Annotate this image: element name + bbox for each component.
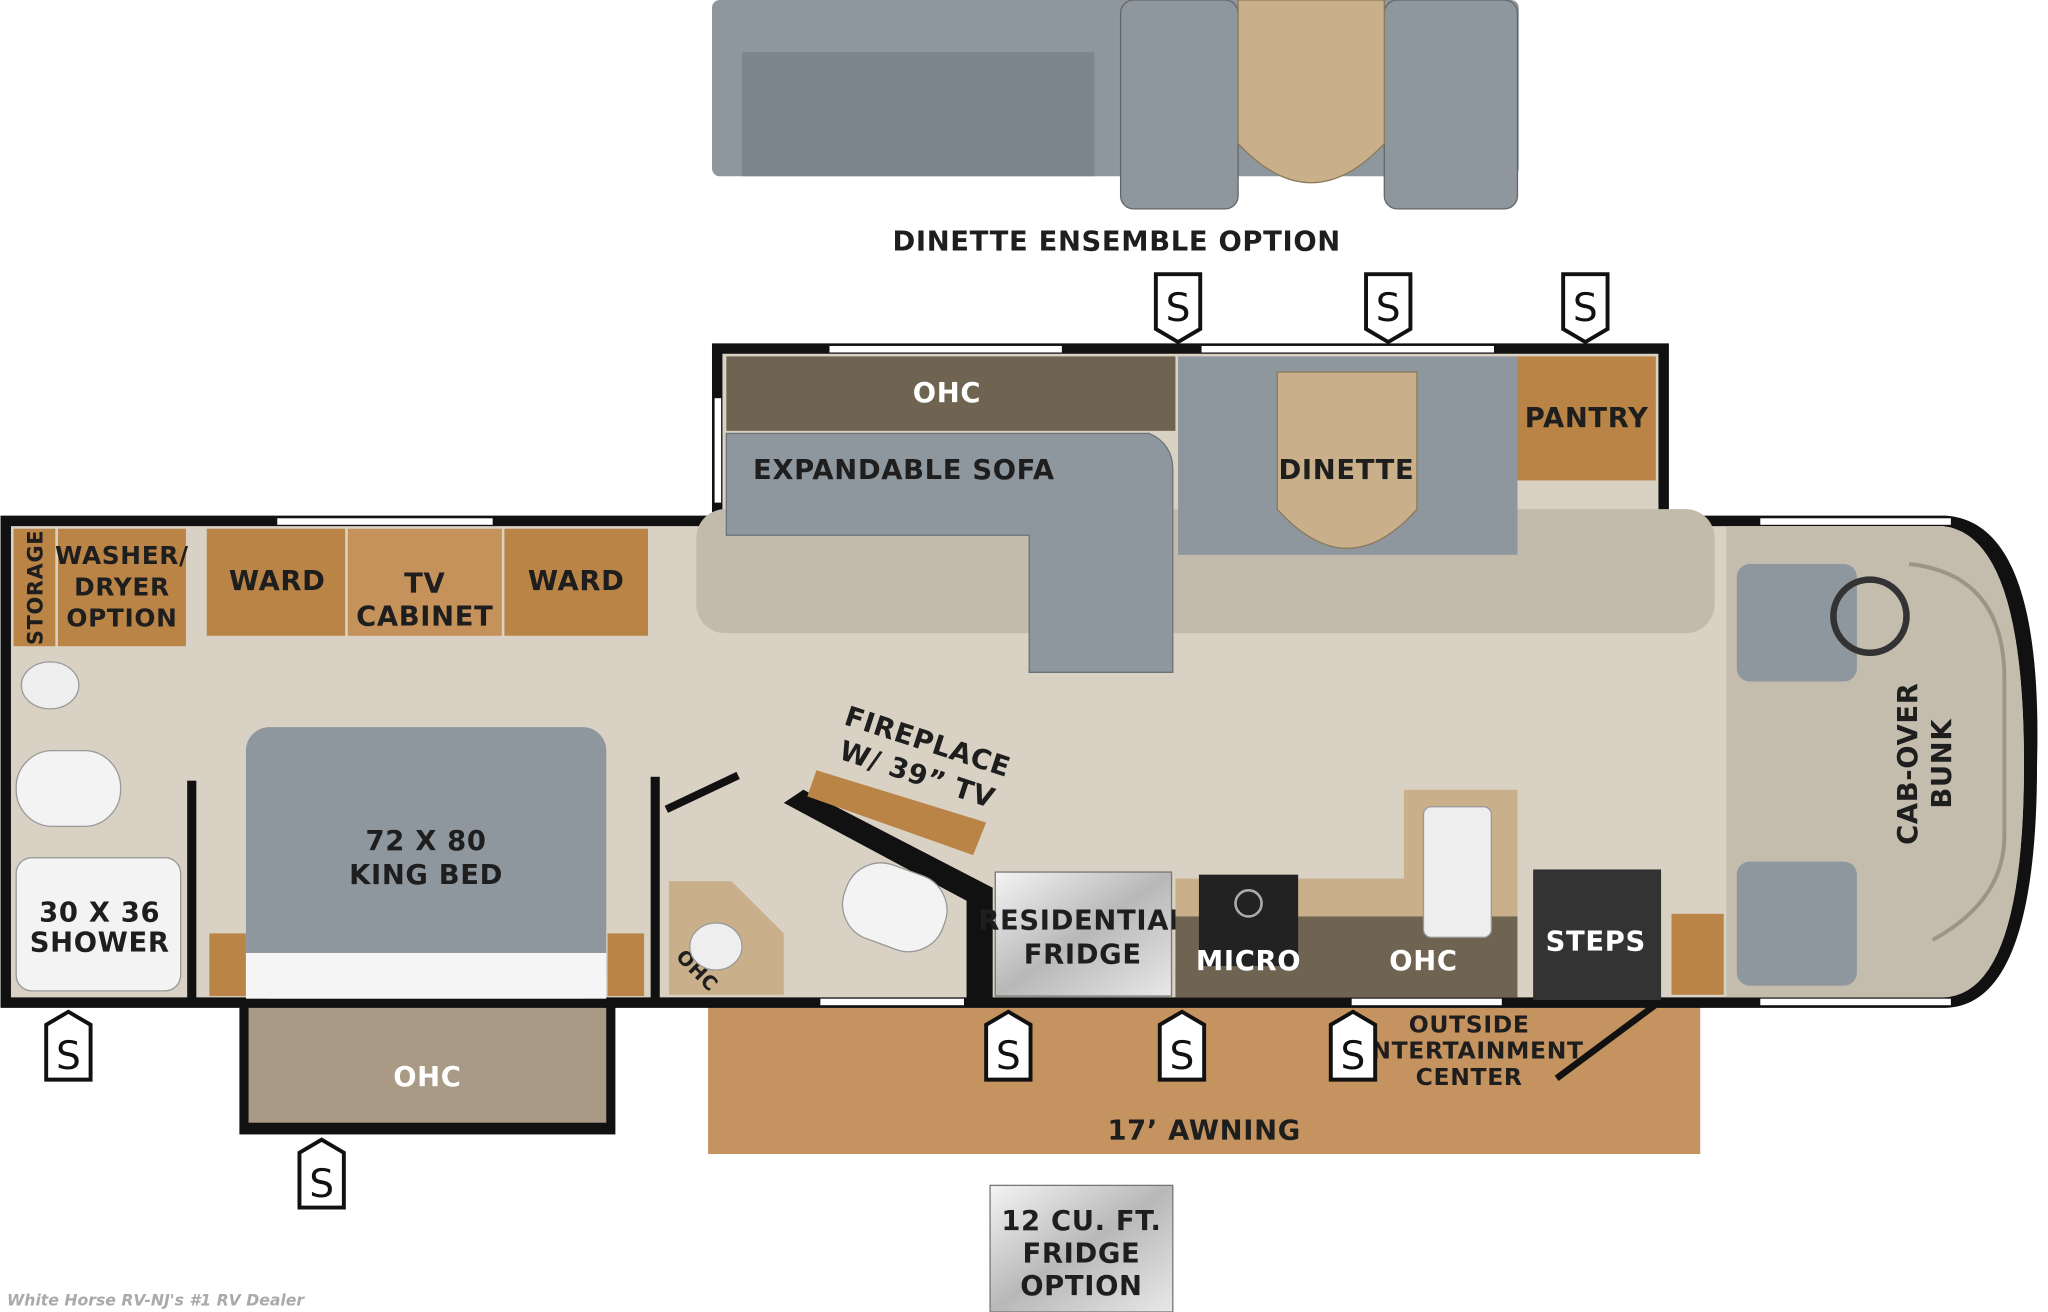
dinette-table-option [1237, 0, 1385, 184]
sink-icon [1422, 806, 1493, 938]
bed-label: 72 X 80 [366, 826, 487, 857]
steps [1533, 869, 1662, 1000]
kitchen-ohc-label: OHC [1389, 946, 1457, 977]
storage-label: STORAGE [23, 530, 47, 645]
awning-label: 17’ AWNING [1107, 1116, 1300, 1147]
slide-marker: S [56, 1034, 81, 1079]
outside-ent-label: OUTSIDE [1409, 1011, 1530, 1039]
expandable-sofa [725, 432, 1174, 673]
pantry-label: PANTRY [1525, 403, 1649, 434]
washer-dryer [57, 528, 186, 647]
top-ohc [726, 356, 1176, 431]
outside-ent-label: ENTERTAINMENT [1355, 1037, 1584, 1065]
windows [277, 345, 1951, 1006]
passenger-seat [1736, 861, 1857, 986]
slide-marker: S [1376, 286, 1401, 331]
tv-cabinet-label: CABINET [356, 601, 493, 632]
cabover-label: BUNK [1927, 718, 1958, 809]
dinette-ensemble-option: DINETTE ENSEMBLE OPTION [711, 0, 1519, 258]
dinette-table [1276, 371, 1418, 549]
tv-cabinet-label: TV [404, 569, 445, 600]
top-ohc-label: OHC [913, 378, 981, 409]
sofa-label: EXPANDABLE SOFA [753, 455, 1055, 486]
slide-marker: S [309, 1162, 334, 1207]
ward-right-label: WARD [528, 566, 625, 597]
fridge-label: FRIDGE [1024, 939, 1142, 970]
driver-seat [1736, 563, 1857, 682]
king-bed [245, 727, 607, 999]
ward-right [504, 528, 649, 636]
washer-label: DRYER [74, 572, 170, 601]
bedroom-slide-out: OHC [239, 994, 616, 1135]
pantry [1517, 356, 1656, 481]
steering-wheel-icon [1830, 576, 1910, 656]
toilet-icon [15, 749, 122, 828]
watermark: White Horse RV-NJ's #1 RV Dealer [7, 1290, 305, 1309]
shower [15, 857, 182, 992]
slide-marker: S [1166, 286, 1191, 331]
fridge-label: RESIDENTIAL [978, 905, 1187, 936]
shower-label: SHOWER [30, 928, 170, 959]
slide-marker: S [1170, 1034, 1195, 1079]
washer-label: WASHER/ [55, 541, 189, 570]
fireplace [807, 770, 987, 856]
dinette-label: DINETTE [1278, 455, 1414, 486]
slide-marker: S [1573, 286, 1598, 331]
slide-markers: S S S S S S S S [44, 272, 1610, 1210]
washer-label: OPTION [66, 604, 177, 633]
fridge-option-label: 12 CU. FT. [1001, 1206, 1161, 1237]
bed-label: KING BED [349, 860, 503, 891]
fridge-option-label: FRIDGE [1022, 1238, 1140, 1269]
steps-label: STEPS [1546, 926, 1646, 957]
slide-marker: S [996, 1034, 1021, 1079]
sink-icon [20, 661, 80, 710]
cabover-label: CAB-OVER [1893, 682, 1924, 844]
shower-label: 30 X 36 [39, 898, 160, 929]
fridge-option-label: OPTION [1020, 1271, 1142, 1302]
bed-ohc-label: OHC [393, 1062, 461, 1093]
ward-left-label: WARD [229, 566, 326, 597]
slide-marker: S [1341, 1034, 1366, 1079]
outside-ent-label: CENTER [1416, 1063, 1523, 1091]
storage [13, 528, 56, 647]
residential-fridge [994, 871, 1173, 997]
micro-label: MICRO [1196, 946, 1301, 977]
option-label: DINETTE ENSEMBLE OPTION [892, 227, 1340, 258]
toilet-icon [841, 862, 948, 953]
fridge-option [989, 1184, 1174, 1312]
tv-cabinet [347, 528, 502, 636]
ward-left [206, 528, 346, 636]
